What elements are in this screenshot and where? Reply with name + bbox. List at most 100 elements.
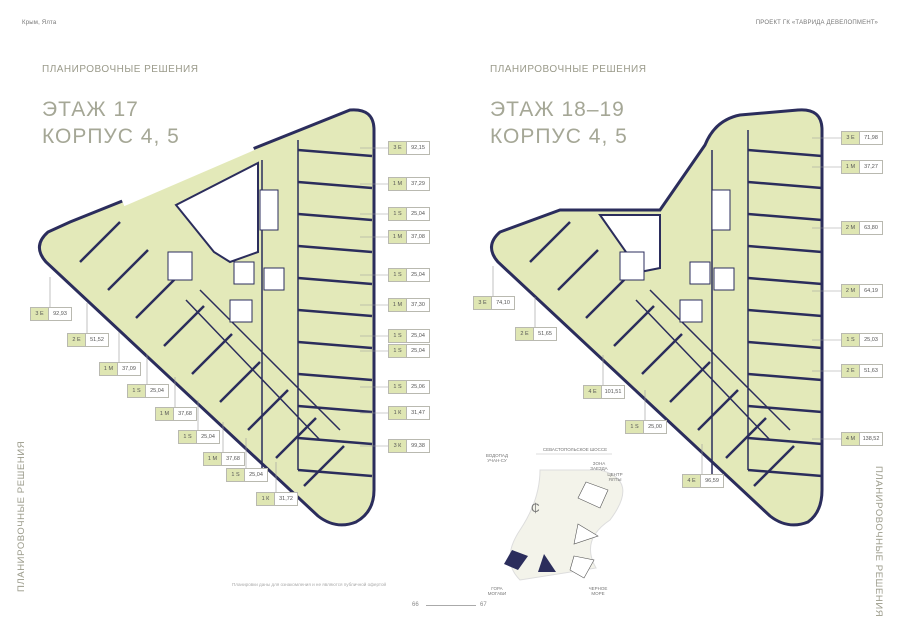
- building-marker-2: [573, 523, 599, 545]
- apartment-area: 25,04: [150, 388, 164, 394]
- apartment-type: 1 М: [100, 363, 118, 375]
- apartment-type: 4 Е: [683, 475, 701, 487]
- apartment-tag[interactable]: 1 М 37,09: [99, 362, 141, 376]
- project-label: ПРОЕКТ ГК «ТАВРИДА ДЕВЕЛОПМЕНТ»: [755, 20, 878, 26]
- compass-icon: ₵: [531, 501, 540, 515]
- apartment-type: 3 Е: [842, 132, 860, 144]
- apartment-area: 71,98: [864, 135, 878, 141]
- apartment-area: 99,38: [411, 443, 425, 449]
- apartment-type: 2 Е: [68, 334, 86, 346]
- page-divider: [426, 605, 476, 606]
- site-map: ₵: [504, 453, 624, 581]
- floor-plan-17: [38, 108, 376, 527]
- map-road-label: СЕВАСТОПОЛЬСКОЕ ШОССЕ: [542, 447, 608, 452]
- apartment-area: 37,29: [411, 181, 425, 187]
- apartment-tag[interactable]: 4 Е 96,59: [682, 474, 724, 488]
- apartment-type: 3 Е: [31, 308, 49, 320]
- building-marker-3: [569, 555, 595, 579]
- apartment-tag[interactable]: 3 Е 92,15: [388, 141, 430, 155]
- building-label: КОРПУС 4, 5: [42, 125, 180, 148]
- apartment-type: 2 Е: [516, 328, 534, 340]
- apartment-area: 92,15: [411, 145, 425, 151]
- apartment-type: 1 S: [389, 208, 407, 220]
- location-label: Крым, Ялта: [22, 20, 57, 26]
- map-mountain-label: ГОРА МОГАБИ: [487, 586, 507, 596]
- apartment-type: 4 М: [842, 433, 860, 445]
- floor-label: ЭТАЖ 17: [42, 98, 139, 121]
- apartment-type: 3 К: [389, 440, 407, 452]
- apartment-type: 1 М: [204, 453, 222, 465]
- apartment-area: 25,04: [411, 348, 425, 354]
- apartment-area: 92,93: [53, 311, 67, 317]
- apartment-area: 31,47: [411, 410, 425, 416]
- apartment-type: 1 М: [156, 408, 174, 420]
- apartment-tag[interactable]: 1 К 31,47: [388, 406, 430, 420]
- floor-plan-18-19: [490, 108, 824, 527]
- apartment-area: 63,80: [864, 225, 878, 231]
- floor-title-left: ЭТАЖ 17 КОРПУС 4, 5: [42, 96, 180, 150]
- apartment-area: 101,51: [604, 389, 622, 395]
- apartment-area: 37,68: [178, 411, 192, 417]
- apartment-type: 3 Е: [474, 297, 492, 309]
- apartment-area: 25,00: [648, 424, 662, 430]
- apartment-type: 1 К: [257, 493, 275, 505]
- apartment-area: 37,09: [122, 366, 136, 372]
- apartment-area: 25,04: [249, 472, 263, 478]
- apartment-tag[interactable]: 1 S 25,04: [226, 468, 268, 482]
- apartment-area: 37,30: [411, 302, 425, 308]
- apartment-tag[interactable]: 2 Е 51,52: [67, 333, 109, 347]
- apartment-area: 51,52: [90, 337, 104, 343]
- apartment-area: 25,04: [411, 333, 425, 339]
- apartment-area: 37,08: [411, 234, 425, 240]
- map-waterfall-label: ВОДОПАД УЧАН-СУ: [485, 453, 509, 463]
- apartment-tag[interactable]: 3 Е 71,98: [841, 131, 883, 145]
- apartment-tag[interactable]: 1 S 25,04: [388, 268, 430, 282]
- apartment-type: 3 Е: [389, 142, 407, 154]
- apartment-area: 37,27: [864, 164, 878, 170]
- apartment-tag[interactable]: 3 Е 92,93: [30, 307, 72, 321]
- apartment-tag[interactable]: 1 S 25,04: [388, 207, 430, 221]
- apartment-area: 25,03: [864, 337, 878, 343]
- map-center-label: ЦЕНТР ЯЛТЫ: [607, 472, 623, 482]
- apartment-type: 1 S: [227, 469, 245, 481]
- apartment-type: 1 S: [389, 269, 407, 281]
- apartment-area: 25,04: [411, 272, 425, 278]
- floor-title-right: ЭТАЖ 18–19 КОРПУС 4, 5: [490, 96, 628, 150]
- apartment-type: 1 К: [389, 407, 407, 419]
- apartment-tag[interactable]: 2 Е 51,65: [515, 327, 557, 341]
- section-title-right: ПЛАНИРОВОЧНЫЕ РЕШЕНИЯ: [490, 64, 647, 75]
- apartment-tag[interactable]: 1 М 37,68: [155, 407, 197, 421]
- apartment-area: 51,65: [538, 331, 552, 337]
- apartment-type: 2 Е: [842, 365, 860, 377]
- apartment-area: 64,19: [864, 288, 878, 294]
- apartment-type: 4 Е: [584, 386, 602, 398]
- page-number-right: 67: [480, 602, 487, 608]
- apartment-tag[interactable]: 2 Е 51,63: [841, 364, 883, 378]
- apartment-tag[interactable]: 1 S 25,00: [625, 420, 667, 434]
- apartment-area: 96,59: [705, 478, 719, 484]
- map-sea-label: ЧЕРНОЕ МОРЕ: [588, 586, 608, 596]
- apartment-type: 1 S: [626, 421, 644, 433]
- apartment-tag[interactable]: 3 К 99,38: [388, 439, 430, 453]
- apartment-area: 51,63: [864, 368, 878, 374]
- apartment-area: 25,04: [201, 434, 215, 440]
- apartment-area: 25,04: [411, 211, 425, 217]
